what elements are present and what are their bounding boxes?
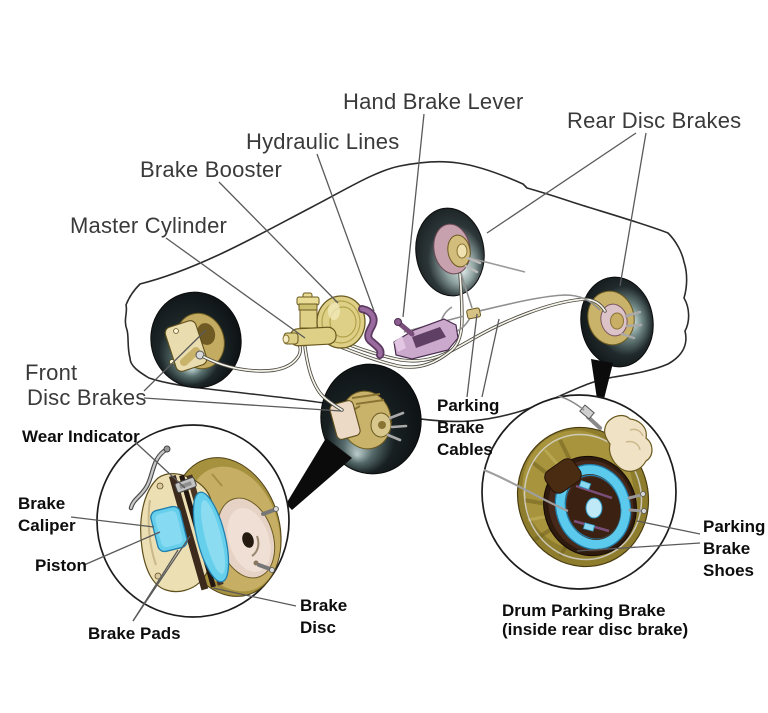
rear-far-wheel: [415, 207, 526, 297]
label-parking-brake-shoes: Parking Brake Shoes: [703, 517, 765, 580]
drum-parking-brake-detail-inset: [481, 394, 677, 590]
rear-near-wheel: [580, 276, 654, 368]
label-hydraulic-lines: Hydraulic Lines: [246, 129, 399, 154]
cable-equalizer: [466, 307, 482, 320]
label-parking-brake-cables: Parking Brake Cables: [437, 396, 499, 459]
label-brake-disc: Brake Disc: [300, 596, 347, 637]
svg-text:Brake: Brake: [18, 494, 65, 513]
label-brake-booster: Brake Booster: [140, 157, 282, 182]
wear-indicator-part: [174, 477, 197, 494]
label-brake-caliper: Brake Caliper: [18, 494, 76, 535]
label-master-cylinder: Master Cylinder: [70, 213, 227, 238]
magnifier-wedge-right: [591, 359, 613, 399]
car-body-outline: [124, 160, 690, 423]
leader-lines: [70, 113, 701, 622]
svg-text:Shoes: Shoes: [703, 561, 754, 580]
svg-text:Brake: Brake: [300, 596, 347, 615]
label-rear-disc-brakes: Rear Disc Brakes: [567, 108, 741, 133]
svg-text:Brake: Brake: [703, 539, 750, 558]
magnifier-wedge-left: [286, 438, 352, 510]
svg-text:Caliper: Caliper: [18, 516, 76, 535]
labels: Hand Brake Lever Hydraulic Lines Brake B…: [18, 89, 765, 643]
hand-brake-lever: [393, 318, 459, 360]
svg-text:Front: Front: [25, 360, 77, 385]
hydraulic-lines-tubes: [202, 272, 607, 412]
label-brake-pads: Brake Pads: [88, 624, 181, 643]
label-piston: Piston: [35, 556, 87, 575]
svg-text:Drum Parking Brake: Drum Parking Brake: [502, 601, 665, 620]
svg-text:Disc Brakes: Disc Brakes: [27, 385, 147, 410]
parking-brake-shoes-part: [555, 465, 631, 549]
svg-text:Cables: Cables: [437, 440, 493, 459]
label-hand-brake-lever: Hand Brake Lever: [343, 89, 524, 114]
svg-text:Parking: Parking: [703, 517, 765, 536]
label-drum-parking-brake-caption: Drum Parking Brake (inside rear disc bra…: [502, 601, 688, 639]
disc-brake-detail-inset: [96, 424, 290, 618]
label-front-disc-brakes: Front Disc Brakes: [25, 360, 147, 410]
master-cylinder-assembly: [282, 292, 385, 359]
svg-text:Parking: Parking: [437, 396, 499, 415]
svg-text:Brake: Brake: [437, 418, 484, 437]
parking-brake-lever-arm: [604, 414, 653, 472]
svg-text:Disc: Disc: [300, 618, 336, 637]
label-wear-indicator: Wear Indicator: [22, 427, 140, 446]
svg-text:(inside rear disc brake): (inside rear disc brake): [502, 620, 688, 639]
front-far-caliper: [164, 320, 208, 372]
inset-cable-sweep: [483, 468, 569, 513]
